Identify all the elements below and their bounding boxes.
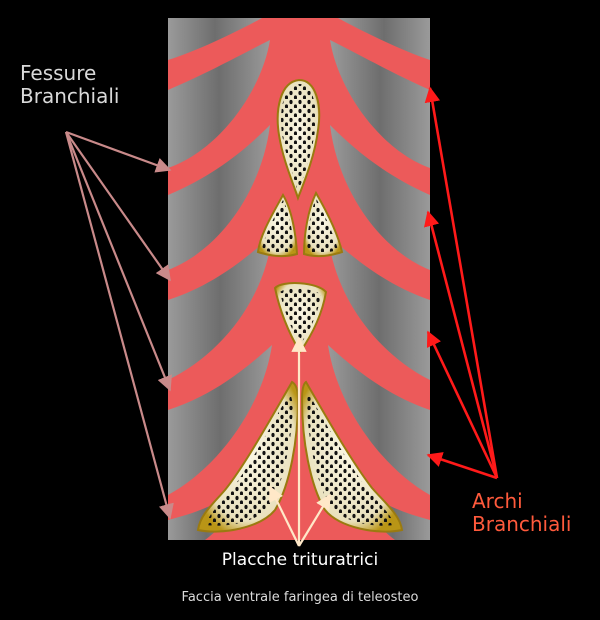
gill-slit (328, 345, 430, 495)
gill-slit (338, 18, 430, 60)
figure-caption: Faccia ventrale faringea di teleosteo (181, 590, 419, 605)
plate-mid-left (262, 200, 294, 253)
plate-center (280, 288, 321, 345)
plate-arrow (298, 493, 331, 547)
gill-slit (168, 345, 272, 495)
arch-arrow (426, 452, 498, 480)
slit-arrow (64, 131, 172, 392)
arch-arrow (426, 330, 499, 479)
gill-slit (168, 235, 272, 380)
gill-slit (328, 235, 430, 380)
gill-slit (330, 40, 430, 168)
right-gill-slits (328, 18, 430, 540)
arch-arrows (423, 86, 499, 480)
slit-arrow (65, 130, 172, 173)
gill-slit (168, 18, 262, 60)
plate-arrow (269, 485, 300, 547)
gill-slit (330, 125, 430, 270)
gill-slit (168, 40, 270, 168)
gill-slits-label: Fessure Branchiali (20, 61, 120, 108)
arch-arrow (424, 86, 499, 479)
slit-arrow (65, 131, 171, 282)
gill-arches-label: Archi Branchiali (472, 489, 572, 536)
arch-arrow (423, 210, 499, 479)
slit-arrow (64, 131, 174, 520)
plate-bottom-right (307, 392, 394, 526)
plate-arrows (269, 336, 331, 547)
plate-mid-right (307, 198, 338, 253)
plate-top (281, 84, 316, 192)
gill-slit (168, 125, 270, 270)
slit-arrows (64, 130, 174, 520)
plates-label: Placche trituratrici (221, 550, 379, 570)
